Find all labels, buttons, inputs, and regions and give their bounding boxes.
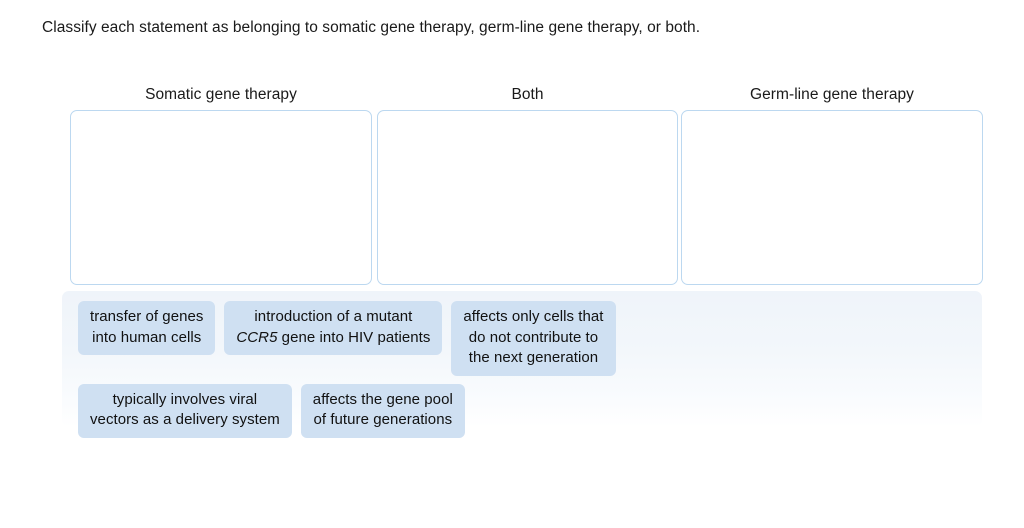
column-header-germ-line-gene-therapy: Germ-line gene therapy: [750, 86, 914, 103]
dropzone-somatic-gene-therapy[interactable]: [70, 110, 372, 285]
dropzone-both[interactable]: [377, 110, 678, 285]
column-header-somatic-gene-therapy: Somatic gene therapy: [145, 86, 297, 103]
dropzone-germ-line-gene-therapy[interactable]: [681, 110, 983, 285]
question-prompt: Classify each statement as belonging to …: [42, 19, 701, 36]
column-header-both: Both: [511, 86, 544, 103]
